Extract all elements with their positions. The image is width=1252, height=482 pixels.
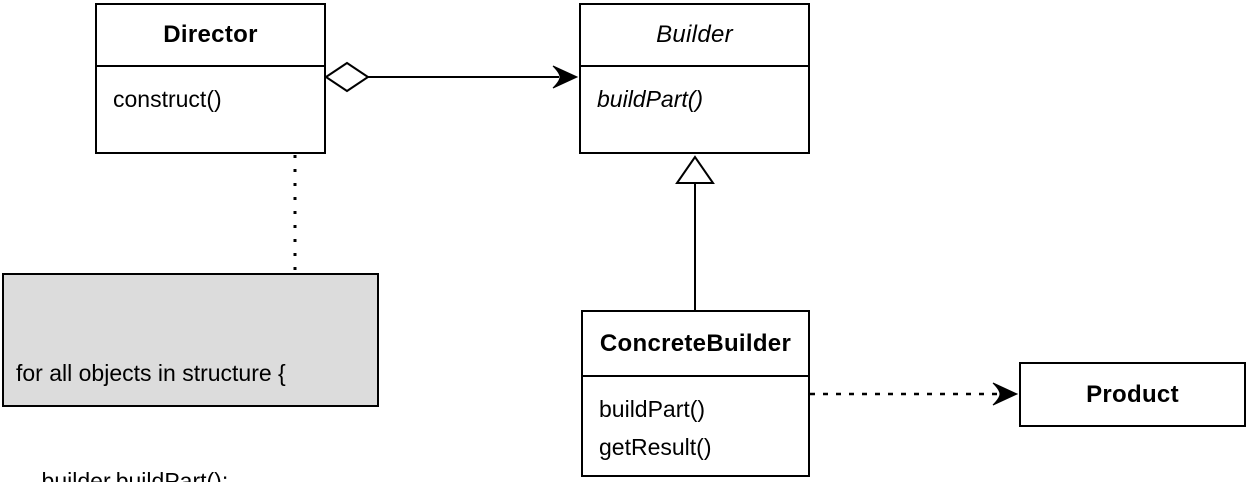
method-buildpart: buildPart() bbox=[599, 396, 706, 422]
note-line: builder.buildPart(); bbox=[16, 468, 229, 482]
aggregation-diamond-icon bbox=[324, 61, 370, 93]
method-getresult: getResult() bbox=[599, 434, 712, 460]
dependency-arrowhead-icon bbox=[992, 382, 1019, 406]
class-methods-concrete-builder: buildPart() getResult() bbox=[583, 377, 808, 466]
class-name-director: Director bbox=[97, 5, 324, 67]
class-box-builder: Builder buildPart() bbox=[579, 3, 810, 154]
class-methods-director: construct() bbox=[97, 67, 324, 118]
class-name-concrete-builder: ConcreteBuilder bbox=[583, 312, 808, 377]
inheritance-triangle-icon bbox=[675, 155, 715, 184]
note-box: for all objects in structure { builder.b… bbox=[2, 273, 379, 482]
class-box-product: Product bbox=[1019, 362, 1246, 427]
aggregation-arrowhead-icon bbox=[552, 65, 579, 89]
class-name-builder: Builder bbox=[581, 5, 808, 67]
class-name-product: Product bbox=[1086, 380, 1179, 408]
class-box-director: Director construct() bbox=[95, 3, 326, 154]
method-construct: construct() bbox=[113, 86, 222, 112]
class-methods-builder: buildPart() bbox=[581, 67, 808, 118]
note-line: for all objects in structure { bbox=[16, 360, 286, 386]
class-box-concrete-builder: ConcreteBuilder buildPart() getResult() bbox=[581, 310, 810, 477]
method-buildpart-abstract: buildPart() bbox=[597, 86, 704, 112]
